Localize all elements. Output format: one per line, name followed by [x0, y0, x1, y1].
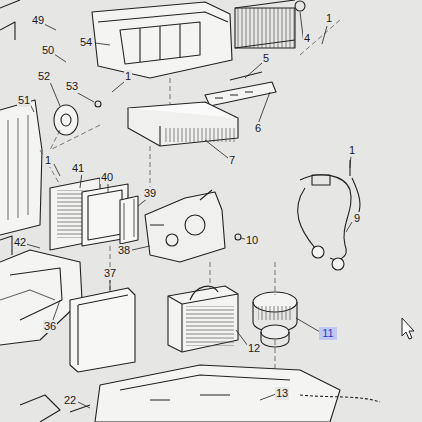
callout-number: 5 — [262, 52, 270, 65]
callout-number: 7 — [228, 154, 236, 167]
highlighted-callout-number: 11 — [319, 327, 336, 340]
mouse-cursor — [402, 318, 414, 339]
callout-number: 52 — [37, 70, 51, 83]
callout-number: 6 — [254, 122, 262, 135]
callout-number: 1 — [348, 144, 356, 157]
callout-number: 1 — [325, 12, 333, 25]
actuator — [54, 101, 101, 135]
blower-motor — [253, 292, 297, 347]
callout-number: 49 — [31, 14, 45, 27]
leader-lines — [26, 12, 352, 408]
callout-number: 39 — [143, 187, 157, 200]
callout-number: 10 — [245, 234, 259, 247]
callout-number: 1 — [44, 154, 52, 167]
callout-number: 9 — [353, 212, 361, 225]
callout-number: 53 — [65, 80, 79, 93]
callout-number: 4 — [303, 32, 311, 45]
callout-number: 22 — [63, 394, 77, 407]
alignment-lines — [40, 20, 340, 370]
bracket-strip — [205, 72, 276, 106]
callout-number: 42 — [13, 236, 27, 249]
callout-number: 13 — [275, 387, 289, 400]
callout-number: 1 — [124, 70, 132, 83]
callout-number: 50 — [41, 44, 55, 57]
upper-housing — [0, 0, 305, 78]
lower-case — [20, 365, 380, 422]
callout-number: 38 — [117, 244, 131, 257]
case-piece — [70, 288, 135, 372]
callout-number: 12 — [247, 342, 261, 355]
evaporator — [168, 286, 238, 352]
callout-number: 40 — [100, 171, 114, 184]
left-case — [0, 100, 42, 235]
callout-number: 51 — [17, 94, 31, 107]
cabin-filter — [128, 102, 238, 146]
callout-number: 54 — [79, 36, 93, 49]
callout-number: 37 — [103, 267, 117, 280]
control-module — [145, 190, 241, 262]
callout-number: 36 — [43, 320, 57, 333]
gasket — [120, 196, 138, 244]
callout-number: 41 — [71, 162, 85, 175]
wire-harness — [298, 160, 360, 270]
